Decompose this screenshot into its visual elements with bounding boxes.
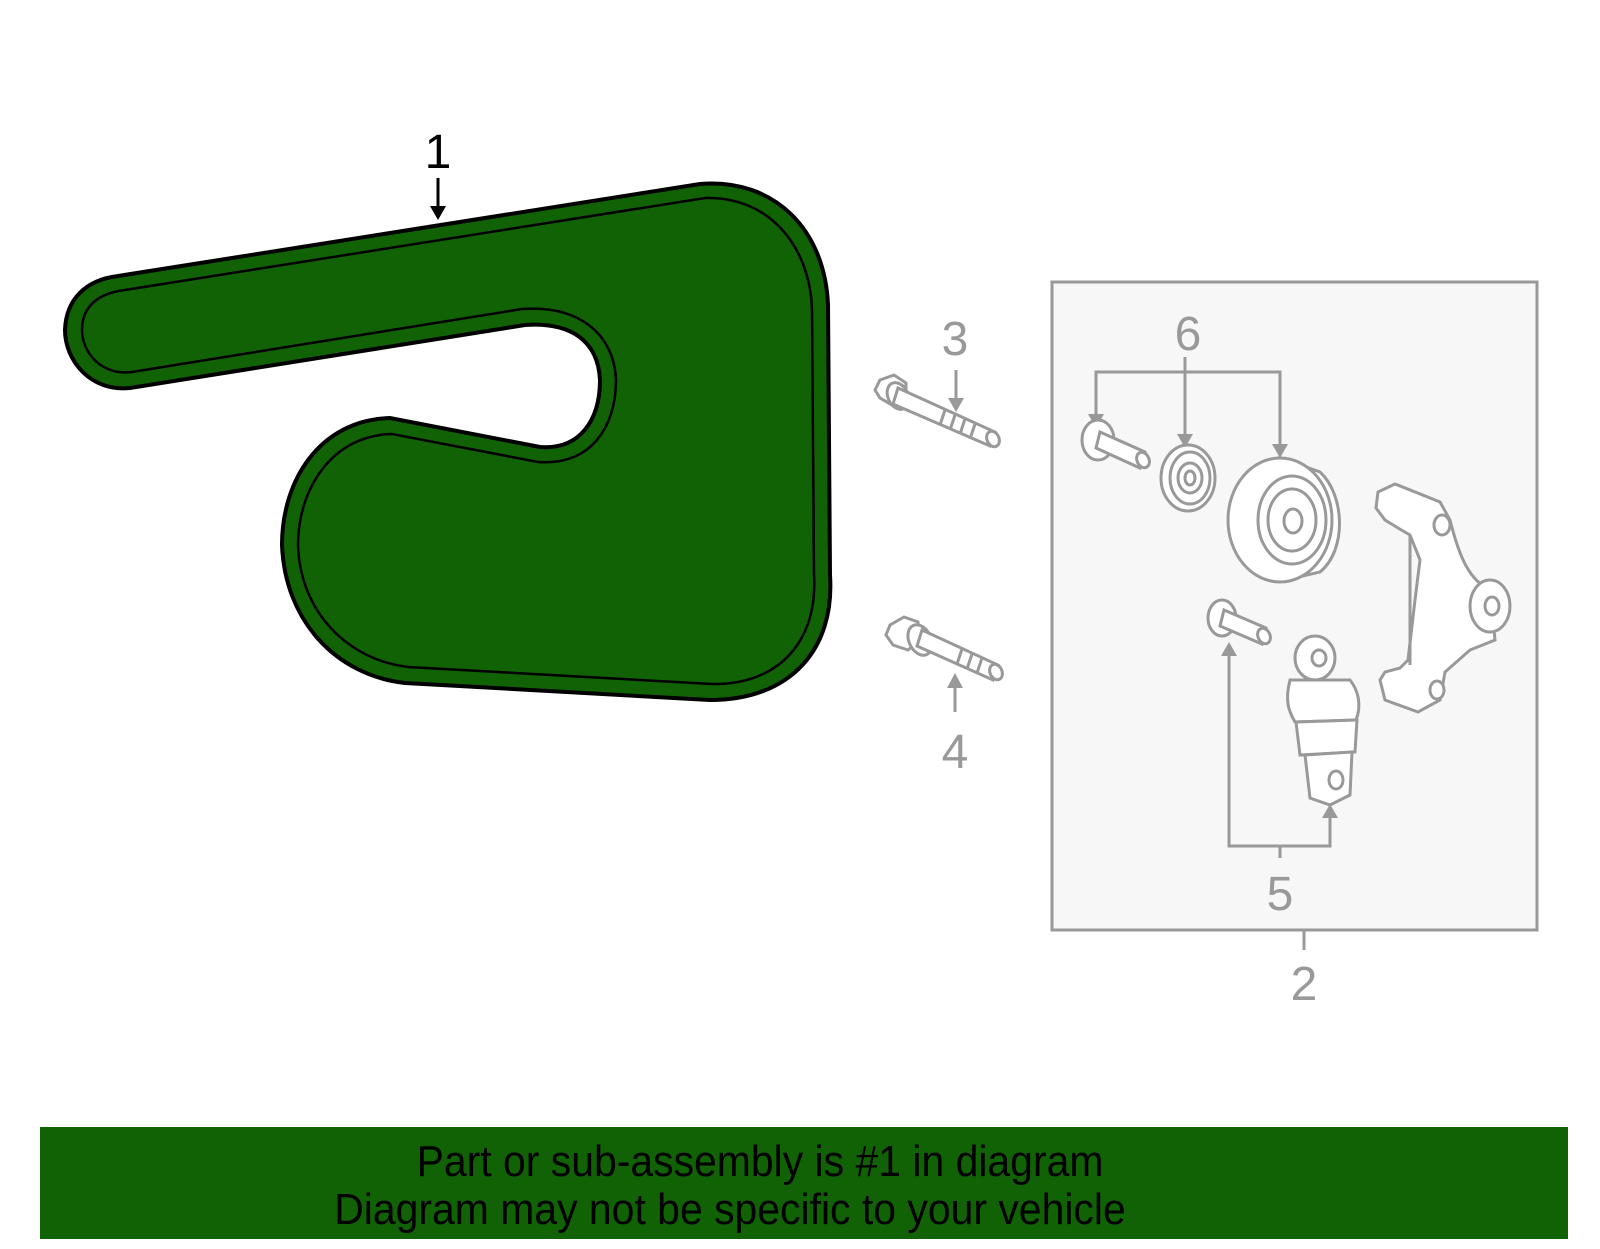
svg-text:6: 6 bbox=[1175, 308, 1202, 361]
svg-text:2: 2 bbox=[1291, 958, 1318, 1011]
svg-text:3: 3 bbox=[942, 313, 969, 366]
callout-5: 5 bbox=[1221, 642, 1338, 921]
banner-line-1: Part or sub-assembly is #1 in diagram bbox=[416, 1137, 1104, 1186]
large-pulley[interactable] bbox=[1226, 455, 1341, 584]
tensioner-damper[interactable] bbox=[1286, 634, 1361, 807]
bolt-part-3[interactable] bbox=[873, 373, 1002, 449]
svg-text:4: 4 bbox=[942, 726, 969, 779]
callout-4: 4 bbox=[942, 673, 969, 779]
tensioner-bracket[interactable] bbox=[1374, 482, 1512, 714]
callout-3: 3 bbox=[942, 313, 969, 412]
svg-text:1: 1 bbox=[425, 126, 452, 179]
tensioner-bolt[interactable] bbox=[1206, 598, 1273, 647]
banner-line-2: Diagram may not be specific to your vehi… bbox=[334, 1185, 1126, 1234]
serpentine-belt-part-1[interactable] bbox=[62, 181, 833, 703]
notice-banner: Part or sub-assembly is #1 in diagram Di… bbox=[40, 1127, 1568, 1239]
small-pulley[interactable] bbox=[1159, 443, 1217, 513]
callout-1: 1 bbox=[425, 126, 452, 220]
callout-2: 2 bbox=[1291, 930, 1318, 1011]
bolt-part-4[interactable] bbox=[884, 615, 1005, 683]
svg-text:5: 5 bbox=[1267, 868, 1294, 921]
idler-bolt[interactable] bbox=[1080, 418, 1152, 471]
